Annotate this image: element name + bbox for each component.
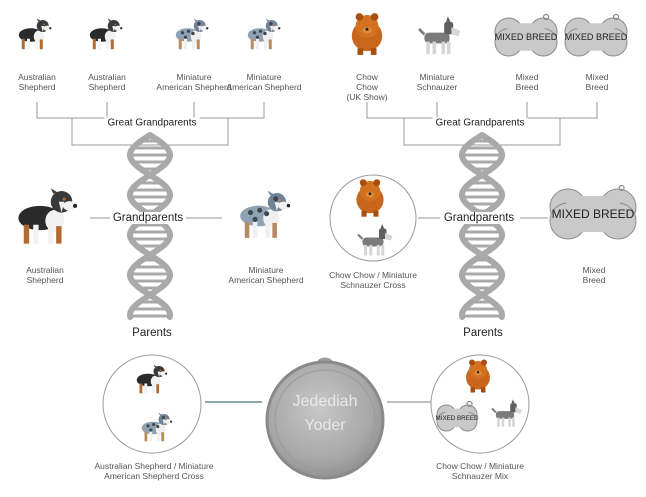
right-grandparent-circle [329, 174, 417, 262]
right-parent-tag-text: MIXED BREED [436, 415, 479, 422]
right-ggp-tag-3: MIXED BREED [494, 13, 558, 57]
right-parents-heading: Parents [460, 327, 506, 339]
right-ggp-dog-2 [418, 16, 461, 55]
right-gp-dog-schnauzer [357, 224, 393, 256]
right-great-grandparents-heading: Great Grandparents [432, 117, 528, 129]
medal-inner-rim [274, 369, 376, 471]
right-parents-circle [430, 354, 530, 454]
right-ggp-tag-4: MIXED BREED [564, 13, 628, 57]
right-gp-label-1: Chow Chow / Miniature Schnauzer Cross [329, 270, 417, 290]
right-ggp-tag-4-text: MIXED BREED [565, 32, 628, 42]
right-parent-tag: MIXED BREED [436, 400, 479, 432]
dna-helix-left [126, 132, 174, 320]
left-ggp-label-4: Miniature American Shepherd [226, 72, 302, 92]
left-ggp-label-2: Australian Shepherd [88, 72, 126, 92]
left-ggp-dog-4 [247, 18, 281, 50]
right-gp-dog-chow [356, 179, 384, 217]
right-tree-lines [366, 102, 598, 219]
left-ggp-label-3: Miniature American Shepherd [156, 72, 232, 92]
right-ggp-label-3: Mixed Breed [515, 72, 539, 92]
left-gp-dog-1 [18, 188, 78, 244]
left-gp-dog-2 [240, 190, 291, 238]
subject-name-line2: Yoder [304, 417, 346, 434]
left-ggp-join [71, 118, 229, 146]
left-ggp-label-1: Australian Shepherd [18, 72, 56, 92]
left-parents-heading: Parents [129, 327, 175, 339]
left-gp-label-2: Miniature American Shepherd [228, 265, 304, 285]
right-ggp-bracket-2 [526, 102, 598, 119]
left-ggp-bracket-2 [193, 102, 265, 119]
right-ggp-label-1: Chow Chow (UK Show) [346, 72, 388, 102]
right-ggp-tag-3-text: MIXED BREED [495, 32, 558, 42]
right-gp-tag-text: MIXED BREED [552, 207, 635, 221]
left-parents-label: Australian Shepherd / Miniature American… [94, 461, 214, 481]
right-gp-tag: MIXED BREED [549, 184, 637, 240]
right-ggp-dog-1 [351, 13, 383, 55]
medal-disc [265, 360, 385, 480]
left-parent-dog-merle [141, 412, 173, 442]
right-ggp-bracket-1 [366, 102, 438, 119]
left-great-grandparents-heading: Great Grandparents [104, 117, 200, 129]
subject-name-line1: Jedediah [292, 393, 358, 410]
right-parent-dog-chow [466, 359, 490, 393]
left-gp-label-1: Australian Shepherd [26, 265, 64, 285]
left-parent-dog-aussie [136, 364, 168, 394]
right-ggp-join [403, 118, 561, 146]
left-ggp-dog-2 [89, 18, 123, 50]
left-ggp-dog-3 [175, 18, 209, 50]
right-ggp-label-4: Mixed Breed [585, 72, 609, 92]
right-parents-label: Chow Chow / Miniature Schnauzer Mix [436, 461, 524, 481]
left-grandparents-heading: Grandparents [109, 212, 187, 224]
left-ggp-dog-1 [18, 18, 52, 50]
right-grandparents-heading: Grandparents [440, 212, 518, 224]
right-ggp-label-2: Miniature Schnauzer [416, 72, 458, 92]
right-gp-label-2: Mixed Breed [582, 265, 606, 285]
right-parent-dog-schnauzer [491, 399, 522, 427]
left-parents-circle [102, 354, 202, 454]
